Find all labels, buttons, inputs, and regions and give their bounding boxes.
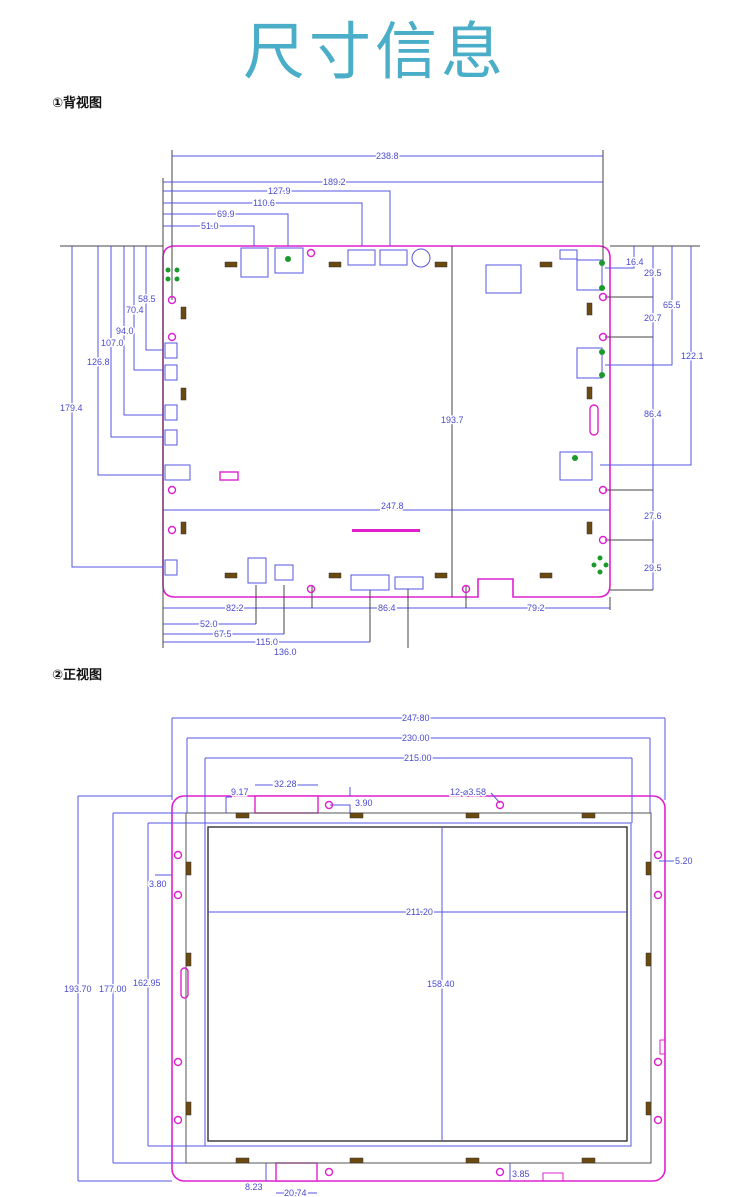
dim-127-9: 127.9 [268, 186, 291, 196]
dim-179-4: 179.4 [60, 403, 83, 413]
dim-82-2: 82.2 [226, 603, 244, 613]
top-cutout [254, 795, 319, 814]
active-area-outline [204, 822, 632, 1147]
dim-79-2: 79.2 [527, 603, 545, 613]
dim-29-5-bottom: 29.5 [644, 563, 662, 573]
dim-20-7: 20.7 [644, 313, 662, 323]
dim-51-0: 51.0 [201, 221, 219, 231]
dim-162-95: 162.95 [133, 978, 161, 988]
dim-67-5: 67.5 [214, 629, 232, 639]
dim-70-4: 70.4 [126, 305, 144, 315]
front-slot [180, 967, 189, 999]
dim-189-2: 189.2 [323, 177, 346, 187]
dim-52-0: 52.0 [200, 619, 218, 629]
dim-27-6: 27.6 [644, 511, 662, 521]
display-screen [207, 826, 628, 1142]
dim-32-28: 32.28 [274, 779, 297, 789]
dim-177-00: 177.00 [99, 984, 127, 994]
dim-94-0: 94.0 [116, 326, 134, 336]
dim-115-0: 115.0 [256, 637, 278, 647]
dim-8-23: 8.23 [245, 1182, 263, 1192]
dim-136-0: 136.0 [274, 647, 297, 657]
dim-230-00: 230.00 [402, 733, 430, 743]
back-view-heading: ①背视图 [52, 96, 103, 111]
dim-86-4-bottom: 86.4 [378, 603, 396, 613]
dim-215-00: 215.00 [404, 753, 432, 763]
slot-hole [589, 404, 599, 436]
board-components [164, 247, 609, 591]
dim-20-74: 20.74 [284, 1188, 307, 1197]
dim-110-6: 110.6 [253, 198, 275, 208]
front-mounting-holes [173, 800, 663, 1177]
dim-193-70: 193.70 [64, 984, 92, 994]
front-view-heading: ②正视图 [52, 668, 103, 683]
page-title: 尺寸信息 [242, 15, 507, 88]
fpc-connectors [180, 261, 593, 579]
dim-65-5: 65.5 [663, 300, 681, 310]
dim-3-90: 3.90 [355, 798, 373, 808]
front-view-drawing: 247.80 230.00 215.00 193.70 177.00 162.9… [63, 712, 695, 1197]
slot-hole [219, 471, 239, 481]
dim-screen-width: 211.20 [406, 907, 433, 917]
dim-126-8: 126.8 [87, 357, 110, 367]
front-bezel [185, 812, 652, 1164]
dim-69-9: 69.9 [217, 209, 235, 219]
back-board-outline [162, 245, 611, 598]
dim-5-20: 5.20 [675, 856, 693, 866]
tab [542, 1172, 564, 1182]
dim-58-5: 58.5 [138, 294, 156, 304]
dim-247-80: 247.80 [402, 713, 430, 723]
dim-screen-height: 158.40 [427, 979, 455, 989]
mounting-holes [167, 248, 608, 594]
dim-16-4: 16.4 [626, 257, 644, 267]
back-view-drawing: 238.8 189.2 127.9 110.6 69.9 51.0 179.4 … [59, 150, 706, 659]
dim-3-85: 3.85 [512, 1169, 530, 1179]
bottom-cutout [275, 1162, 318, 1182]
dim-inner-width: 247.8 [381, 501, 404, 511]
dim-107-0: 107.0 [101, 338, 124, 348]
tab [659, 1039, 666, 1055]
dim-3-80: 3.80 [149, 879, 167, 889]
dim-9-17: 9.17 [231, 787, 249, 797]
front-connectors [185, 812, 652, 1164]
front-outer-frame [171, 795, 666, 1182]
dim-hole-diameter: 12-⌀3.58 [450, 787, 486, 797]
dim-29-5-top: 29.5 [644, 268, 662, 278]
dim-238-8: 238.8 [376, 151, 399, 161]
dim-86-4-right: 86.4 [644, 409, 662, 419]
dim-inner-height: 193.7 [441, 415, 464, 425]
pink-bar [352, 529, 420, 532]
dim-122-1: 122.1 [681, 351, 704, 361]
